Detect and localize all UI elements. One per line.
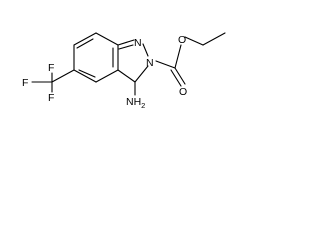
bond-n2-c3 bbox=[134, 65, 149, 83]
bond-c7-c6 bbox=[73, 32, 97, 46]
bond-c7a-n1-inner bbox=[118, 44, 134, 50]
benzene-ring bbox=[73, 32, 119, 83]
bond-c-o-single bbox=[174, 44, 182, 69]
bond-ch2-ch3 bbox=[202, 32, 226, 46]
amino-nh: NH bbox=[126, 96, 141, 108]
bond-o-ch2 bbox=[184, 36, 204, 46]
bond-c3-c3a bbox=[117, 69, 136, 83]
pyrazole-ring bbox=[117, 39, 149, 83]
atom-label-f-top: F bbox=[48, 62, 54, 74]
bond-c6-c6-inner bbox=[76, 38, 94, 49]
bond-c-o-double-1 bbox=[174, 67, 186, 85]
atom-label-n2: N bbox=[146, 57, 154, 69]
atom-label-o-ester: O bbox=[178, 34, 186, 46]
ethyl-ester-group bbox=[155, 32, 226, 87]
bond-c5-cf3 bbox=[51, 69, 75, 83]
bond-c5-c4 bbox=[73, 69, 97, 83]
atom-label-n1: N bbox=[134, 37, 142, 49]
bond-c5-c4-inner bbox=[78, 69, 96, 78]
amino-subscript: 2 bbox=[141, 101, 145, 110]
bond-c7a-c7 bbox=[95, 32, 119, 46]
bond-n1-n2 bbox=[142, 43, 149, 57]
bond-c7a-n1 bbox=[117, 39, 135, 46]
atom-label-f-bottom: F bbox=[48, 92, 54, 104]
atom-label-o-carbonyl: O bbox=[179, 86, 187, 98]
bond-n2-carbonyl-c bbox=[155, 60, 176, 69]
chemical-structure-diagram: N N O O NH2 F F F bbox=[22, 32, 226, 110]
trifluoromethyl-group bbox=[31, 69, 75, 93]
atom-label-amino: NH2 bbox=[126, 96, 145, 110]
bond-c4-c3a bbox=[95, 69, 119, 83]
atom-label-f-left: F bbox=[22, 77, 28, 89]
bond-c-o-double-2 bbox=[170, 69, 182, 87]
